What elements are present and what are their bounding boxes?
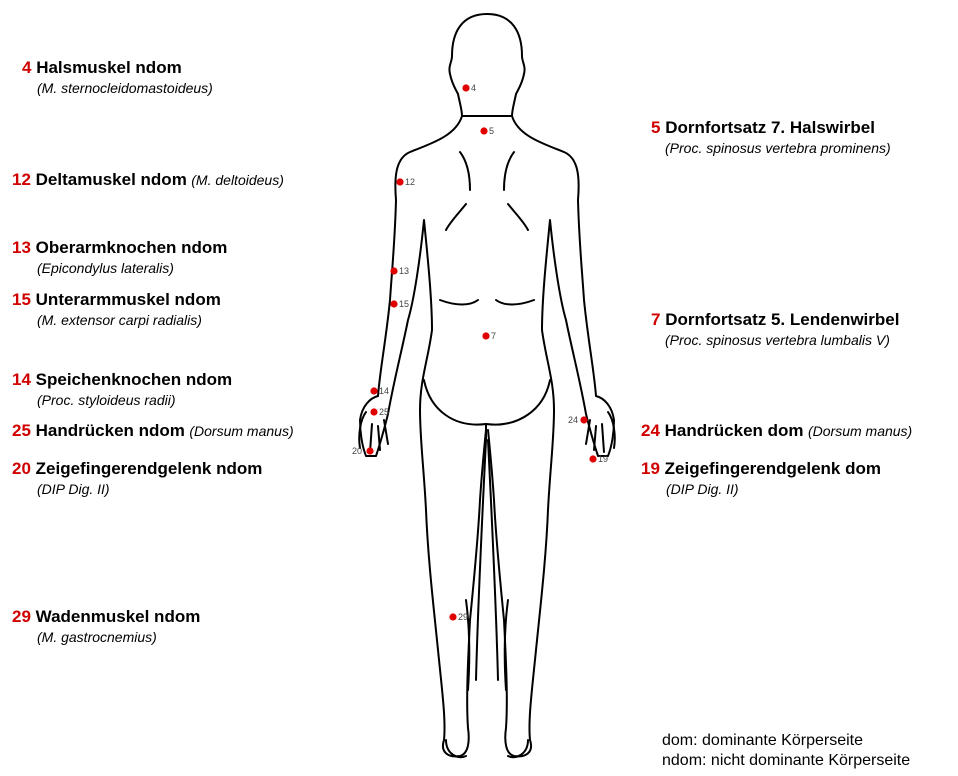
legend-dom: dom: dominante Körperseite: [662, 731, 910, 751]
marker-label-5: 5: [489, 126, 494, 136]
label-point-20: 20 Zeigefingerendgelenk ndom (DIP Dig. I…: [12, 459, 262, 497]
label-point-29: 29 Wadenmuskel ndom (M. gastrocnemius): [12, 607, 200, 645]
point-latin: (DIP Dig. II): [37, 481, 262, 497]
point-latin: (M. extensor carpi radialis): [37, 312, 221, 328]
point-name: Zeigefingerendgelenk ndom: [36, 459, 263, 478]
point-number: 20: [12, 459, 31, 478]
marker-label-14: 14: [379, 386, 389, 396]
point-number: 25: [12, 421, 31, 440]
buttocks-outline: [424, 380, 550, 440]
marker-25: [370, 408, 377, 415]
point-latin: (M. sternocleidomastoideus): [37, 80, 213, 96]
marker-4: [462, 84, 469, 91]
point-latin: (Proc. styloideus radii): [37, 392, 232, 408]
point-name: Unterarmmuskel ndom: [36, 290, 221, 309]
label-point-13: 13 Oberarmknochen ndom (Epicondylus late…: [12, 238, 227, 276]
point-latin: (Proc. spinosus vertebra lumbalis V): [665, 332, 899, 348]
feet-outline: [446, 740, 528, 757]
point-name: Handrücken ndom: [36, 421, 185, 440]
marker-12: [396, 178, 403, 185]
label-point-7: 7 Dornfortsatz 5. Lendenwirbel (Proc. sp…: [651, 310, 899, 348]
point-number: 24: [641, 421, 660, 440]
point-name: Dornfortsatz 7. Halswirbel: [665, 118, 875, 137]
marker-7: [482, 332, 489, 339]
label-point-15: 15 Unterarmmuskel ndom (M. extensor carp…: [12, 290, 221, 328]
marker-label-13: 13: [399, 266, 409, 276]
marker-14: [370, 387, 377, 394]
marker-19: [589, 455, 596, 462]
marker-number-layer: 4 5 12 13 15 7 14 25 24 20 19 29: [352, 83, 608, 622]
leg-inner-lines: [466, 440, 508, 690]
marker-15: [390, 300, 397, 307]
point-number: 29: [12, 607, 31, 626]
marker-20: [366, 447, 373, 454]
head-outline: [449, 14, 524, 116]
label-point-12: 12 Deltamuskel ndom (M. deltoideus): [12, 170, 284, 190]
point-latin: (M. deltoideus): [191, 172, 284, 188]
label-point-4: 4 Halsmuskel ndom (M. sternocleidomastoi…: [22, 58, 213, 96]
marker-label-15: 15: [399, 299, 409, 309]
point-number: 5: [651, 118, 660, 137]
point-number: 19: [641, 459, 660, 478]
point-name: Deltamuskel ndom: [36, 170, 187, 189]
label-point-14: 14 Speichenknochen ndom (Proc. styloideu…: [12, 370, 232, 408]
point-latin: (Dorsum manus): [808, 423, 912, 439]
point-number: 15: [12, 290, 31, 309]
marker-label-20: 20: [352, 446, 362, 456]
point-name: Oberarmknochen ndom: [36, 238, 228, 257]
marker-label-19: 19: [598, 454, 608, 464]
point-name: Halsmuskel ndom: [36, 58, 182, 77]
point-latin: (Proc. spinosus vertebra prominens): [665, 140, 891, 156]
point-latin: (DIP Dig. II): [666, 481, 881, 497]
point-number: 13: [12, 238, 31, 257]
marker-label-12: 12: [405, 177, 415, 187]
marker-13: [390, 267, 397, 274]
legend: dom: dominante Körperseite ndom: nicht d…: [662, 731, 910, 771]
label-point-24: 24 Handrücken dom (Dorsum manus): [641, 421, 912, 441]
marker-label-7: 7: [491, 331, 496, 341]
label-point-5: 5 Dornfortsatz 7. Halswirbel (Proc. spin…: [651, 118, 891, 156]
back-detail-lines: [440, 152, 534, 305]
point-latin: (Epicondylus lateralis): [37, 260, 227, 276]
point-latin: (M. gastrocnemius): [37, 629, 200, 645]
point-name: Handrücken dom: [665, 421, 804, 440]
point-name: Wadenmuskel ndom: [36, 607, 201, 626]
point-number: 4: [22, 58, 31, 77]
marker-label-25: 25: [379, 407, 389, 417]
point-number: 14: [12, 370, 31, 389]
point-name: Dornfortsatz 5. Lendenwirbel: [665, 310, 899, 329]
marker-label-24: 24: [568, 415, 578, 425]
marker-29: [449, 613, 456, 620]
point-name: Zeigefingerendgelenk dom: [665, 459, 881, 478]
marker-label-29: 29: [458, 612, 468, 622]
point-name: Speichenknochen ndom: [36, 370, 232, 389]
marker-label-4: 4: [471, 83, 476, 93]
marker-24: [580, 416, 587, 423]
point-number: 12: [12, 170, 31, 189]
marker-5: [480, 127, 487, 134]
point-number: 7: [651, 310, 660, 329]
label-point-25: 25 Handrücken ndom (Dorsum manus): [12, 421, 294, 441]
legend-ndom: ndom: nicht dominante Körperseite: [662, 751, 910, 771]
label-point-19: 19 Zeigefingerendgelenk dom (DIP Dig. II…: [641, 459, 881, 497]
point-latin: (Dorsum manus): [189, 423, 293, 439]
